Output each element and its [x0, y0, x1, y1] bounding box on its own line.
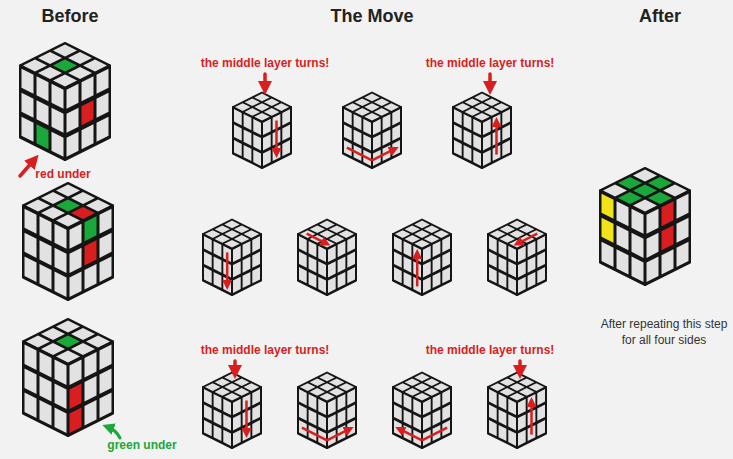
- rubiks-cube: [600, 168, 690, 285]
- move-note: the middle layer turns!: [201, 343, 330, 357]
- column-heading: Before: [41, 6, 98, 28]
- rubiks-cube: [298, 373, 356, 448]
- rubiks-cube: [393, 220, 451, 295]
- rubiks-cube: [393, 373, 451, 448]
- rubiks-cube: [298, 220, 356, 295]
- column-heading: The Move: [330, 6, 413, 28]
- hint-text: red under: [35, 167, 90, 181]
- rubiks-cube: [233, 93, 291, 168]
- rubiks-cube: [23, 183, 113, 300]
- rubiks-cube: [343, 93, 401, 168]
- move-note: the middle layer turns!: [426, 343, 555, 357]
- rubiks-cube: [488, 220, 546, 295]
- rubiks-cube: [203, 220, 261, 295]
- column-heading: After: [639, 6, 681, 28]
- rubiks-cube: [488, 373, 546, 448]
- move-note: the middle layer turns!: [201, 56, 330, 70]
- pointer-arrows: [20, 74, 520, 438]
- rubiks-cube: [23, 319, 113, 436]
- rubiks-cube: [20, 43, 110, 160]
- result-note: After repeating this step for all four s…: [600, 316, 728, 348]
- hint-text: green under: [107, 438, 176, 452]
- rubiks-cube: [453, 93, 511, 168]
- move-note: the middle layer turns!: [426, 56, 555, 70]
- rubiks-cube: [203, 373, 261, 448]
